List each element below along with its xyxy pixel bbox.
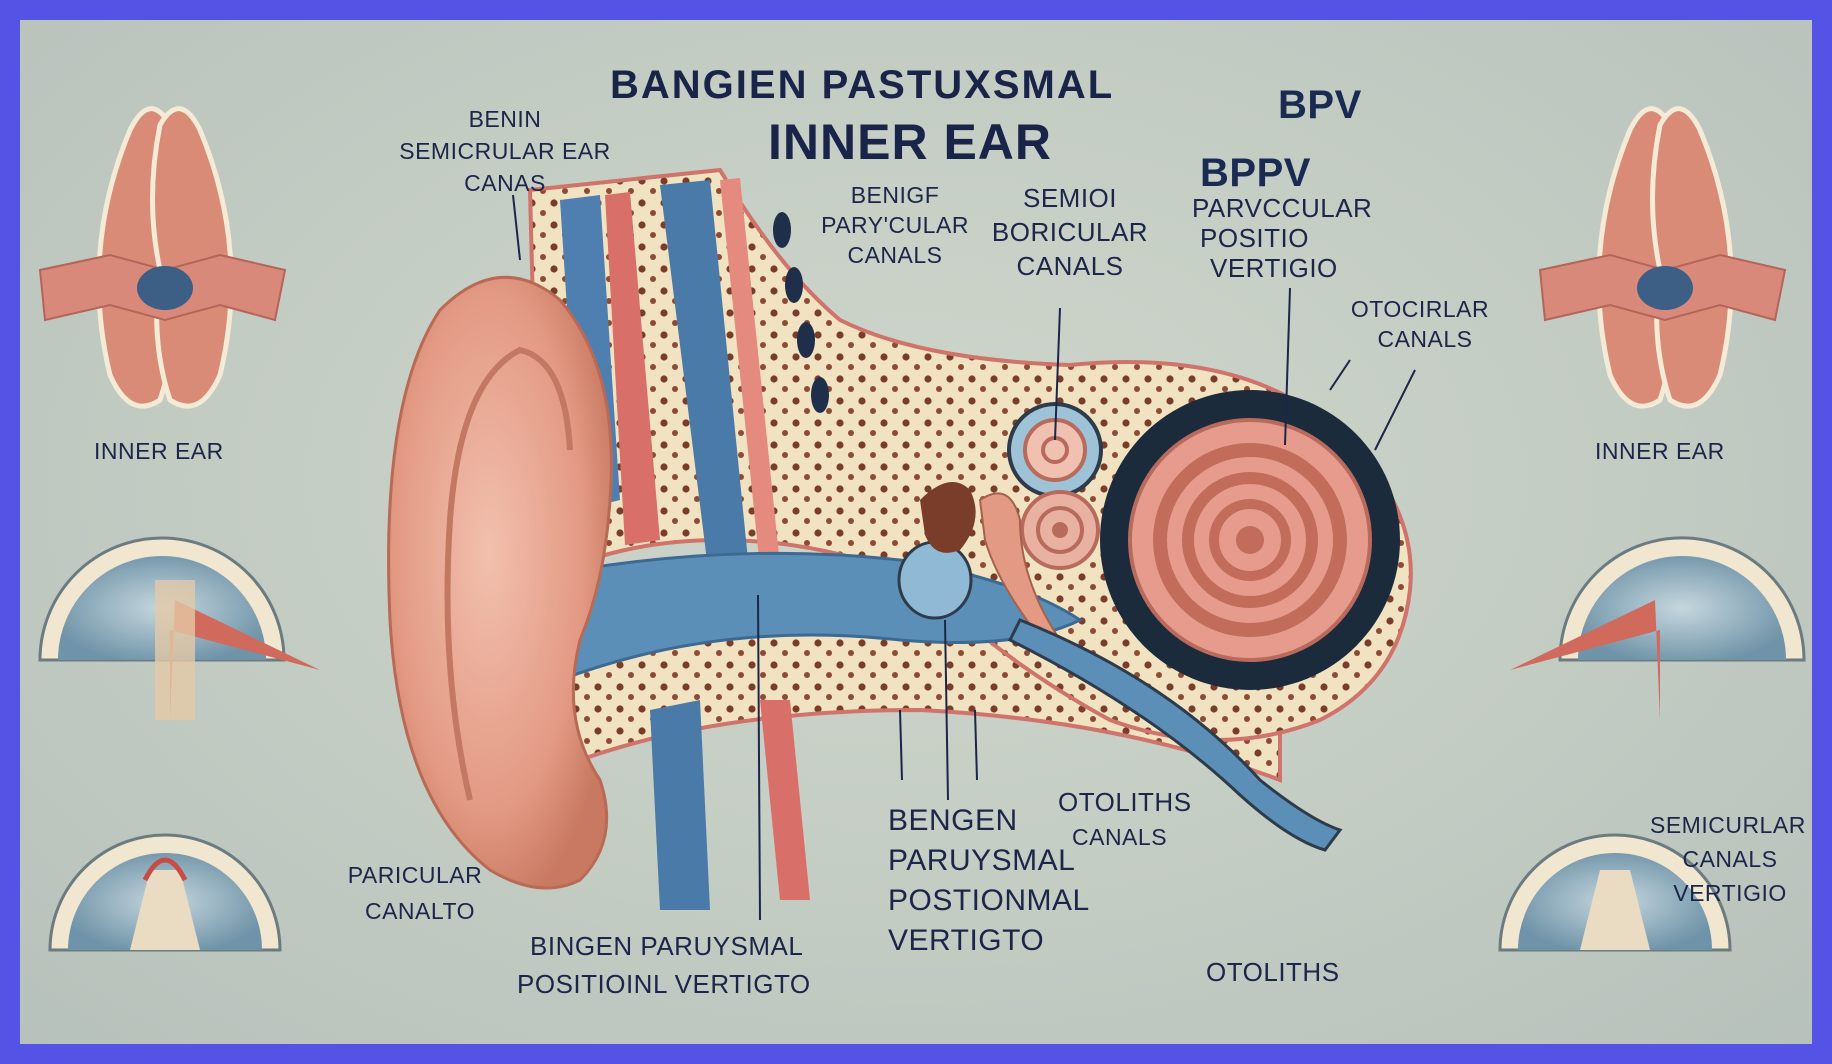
label-vertigio-right: VERTIGIO [1673, 880, 1787, 906]
label-vertigto: VERTIGTO [888, 924, 1045, 957]
label-semioi: SEMIOI [1022, 183, 1117, 213]
label-parvccular: PARVCCULAR [1192, 193, 1373, 223]
label-canals-right: CANALS [1682, 846, 1778, 872]
label-paricular: PARICULAR [347, 862, 483, 888]
label-otoliths-2: OTOLITHS [1206, 957, 1340, 987]
title-line-1: BANGIEN PASTUXSMAL [610, 63, 1115, 107]
right-cochlea-disc-2 [1498, 833, 1732, 952]
label-otocirlar: OTOCIRLAR [1350, 296, 1490, 322]
right-ear-ossicle-illustration [1538, 106, 1787, 409]
leader-lines [512, 194, 1416, 921]
label-benin: BENIN [468, 106, 542, 132]
left-cochlea-disc-1 [38, 536, 320, 720]
label-boricular: BORICULAR [991, 217, 1149, 247]
label-benigf: BENIGF [850, 182, 940, 208]
label-vertigio-1: VERTIGIO [1210, 253, 1338, 283]
label-semicrular-ear: SEMICRULAR EAR [399, 138, 611, 164]
label-semicurlar-right: SEMICURLAR [1650, 812, 1806, 838]
outer-ear-pinna [387, 275, 613, 890]
bpv-heading: BPV [1278, 83, 1362, 127]
cochlea-spiral [1100, 390, 1400, 690]
label-positioinl-vertigto: POSITIOINL VERTIGTO [517, 969, 811, 999]
left-cochlea-disc-2 [48, 833, 282, 952]
label-parycular: PARY'CULAR [821, 212, 969, 238]
ear-illustration [38, 106, 1806, 952]
label-bengen: BENGEN [888, 804, 1018, 837]
diagram-canvas: BANGIEN PASTUXSMAL INNER EAR BPV BPPV BE… [20, 20, 1812, 1044]
bppv-heading: BPPV [1200, 151, 1311, 195]
label-inner-ear-left: INNER EAR [94, 438, 224, 464]
label-otoliths-1: OTOLITHS [1058, 787, 1192, 817]
ossicles-and-eardrum [897, 482, 1062, 652]
auditory-nerve [1007, 618, 1343, 852]
label-canalto: CANALTO [364, 898, 475, 924]
right-cochlea-disc-1 [1510, 536, 1806, 720]
label-paruysmal: PARUYSMAL [888, 844, 1076, 877]
label-postionmal: POSTIONMAL [888, 884, 1090, 917]
label-positio: POSITIO [1200, 223, 1309, 253]
label-otoliths-canals: CANALS [1072, 824, 1168, 850]
label-canals-1: CANALS [847, 242, 943, 268]
semicircular-canals-spirals [1007, 402, 1103, 570]
left-ear-ossicle-illustration [38, 106, 287, 409]
label-inner-ear-right: INNER EAR [1595, 438, 1725, 464]
label-canals-3: CANALS [1377, 326, 1473, 352]
label-canals-2: CANALS [1016, 251, 1124, 281]
label-bingen-paruysmal: BINGEN PARUYSMAL [530, 931, 804, 961]
label-canas: CANAS [464, 170, 546, 196]
title-line-2: INNER EAR [768, 114, 1053, 170]
